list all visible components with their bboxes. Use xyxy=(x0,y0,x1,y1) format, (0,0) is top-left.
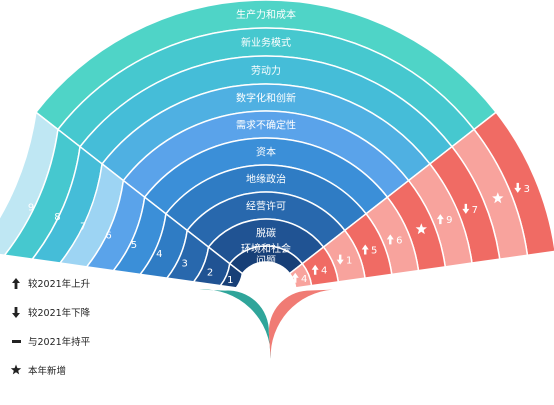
legend-item: 本年新增 xyxy=(10,364,66,377)
legend-text: 较2021年上升 xyxy=(28,278,91,290)
left-rank-number: 6 xyxy=(105,231,111,242)
right-rank-cell: 4 xyxy=(311,264,327,277)
left-rank-number: 9 xyxy=(28,202,34,213)
ring-label-line2: 问题 xyxy=(256,254,276,267)
ring-label: 经营许可 xyxy=(246,200,286,213)
right-rank-cell: 3 xyxy=(514,182,530,195)
right-rank-number: 4 xyxy=(321,266,327,277)
arrow-up-icon xyxy=(291,272,299,283)
star-icon xyxy=(415,223,427,235)
right-rank-cell: 4 xyxy=(291,272,307,285)
dash-icon xyxy=(12,340,21,343)
legend-item: 较2021年上升 xyxy=(12,278,91,290)
right-rank-number: 4 xyxy=(301,274,307,285)
left-rank-number: 8 xyxy=(54,212,60,223)
left-rank-number: 2 xyxy=(207,268,213,279)
legend-item: 与2021年持平 xyxy=(12,336,91,348)
right-tail-arc xyxy=(268,289,333,359)
star-icon xyxy=(10,364,22,375)
legend-text: 本年新增 xyxy=(28,365,66,377)
left-tail-label: 2022 xyxy=(224,323,246,351)
left-rank-2022: 10 9 8 7 6 5 4 3 2 1 xyxy=(0,110,244,289)
left-rank-number: 1 xyxy=(227,275,233,286)
arrow-up-icon xyxy=(311,264,319,275)
left-tail-arc xyxy=(199,289,271,359)
right-rank-2021: 3 7 9 6 5 1 4 4 xyxy=(288,111,554,289)
right-rank-number: 9 xyxy=(446,215,452,226)
ring-label: 新业务模式 xyxy=(241,36,291,49)
ring-label: 环境和社会 xyxy=(241,242,291,255)
ring-label: 资本 xyxy=(256,146,276,159)
ring-label: 数字化和创新 xyxy=(236,92,296,105)
left-rank-number: 10 xyxy=(0,193,11,204)
right-rank-cell: 6 xyxy=(386,234,402,246)
arrow-down-icon xyxy=(514,182,522,193)
arrow-up-icon xyxy=(436,214,444,225)
ring-label: 地缘政治 xyxy=(246,173,286,186)
arrow-down-icon xyxy=(462,203,470,214)
star-icon xyxy=(492,192,504,204)
right-rank-number: 3 xyxy=(524,184,530,195)
ring-label: 生产力和成本 xyxy=(236,8,296,21)
right-rank-number: 5 xyxy=(371,245,377,256)
legend-item: 较2021年下降 xyxy=(12,307,91,319)
left-rank-number: 7 xyxy=(80,221,86,232)
ring-label: 脱碳 xyxy=(256,227,276,240)
ring-label: 需求不确定性 xyxy=(236,119,296,132)
right-rank-number: 6 xyxy=(396,235,402,246)
arrow-down-icon xyxy=(336,254,344,265)
arrow-down-icon xyxy=(12,307,20,318)
left-rank-number: 5 xyxy=(131,240,137,251)
left-rank-band xyxy=(219,262,244,289)
right-rank-cell xyxy=(415,223,427,235)
right-tail-label: 2021年排名 xyxy=(284,301,330,352)
left-rank-number: 4 xyxy=(156,249,162,260)
right-rank-cell: 7 xyxy=(462,203,478,216)
right-rank-number: 7 xyxy=(472,205,478,216)
arrow-up-icon xyxy=(361,244,369,255)
right-rank-cell: 5 xyxy=(361,244,377,256)
right-rank-cell: 9 xyxy=(436,214,453,226)
arrow-up-icon xyxy=(386,234,394,245)
ring-tails: 2022 2021年排名 xyxy=(199,289,333,359)
right-rank-cell xyxy=(492,192,504,204)
left-rank-number: 3 xyxy=(182,258,188,269)
legend-text: 与2021年持平 xyxy=(28,336,91,348)
arrow-up-icon xyxy=(12,278,20,289)
right-rank-number: 1 xyxy=(346,256,352,267)
ring-label: 劳动力 xyxy=(251,64,281,77)
right-rank-cell: 1 xyxy=(336,254,352,267)
legend-text: 较2021年下降 xyxy=(28,307,91,319)
